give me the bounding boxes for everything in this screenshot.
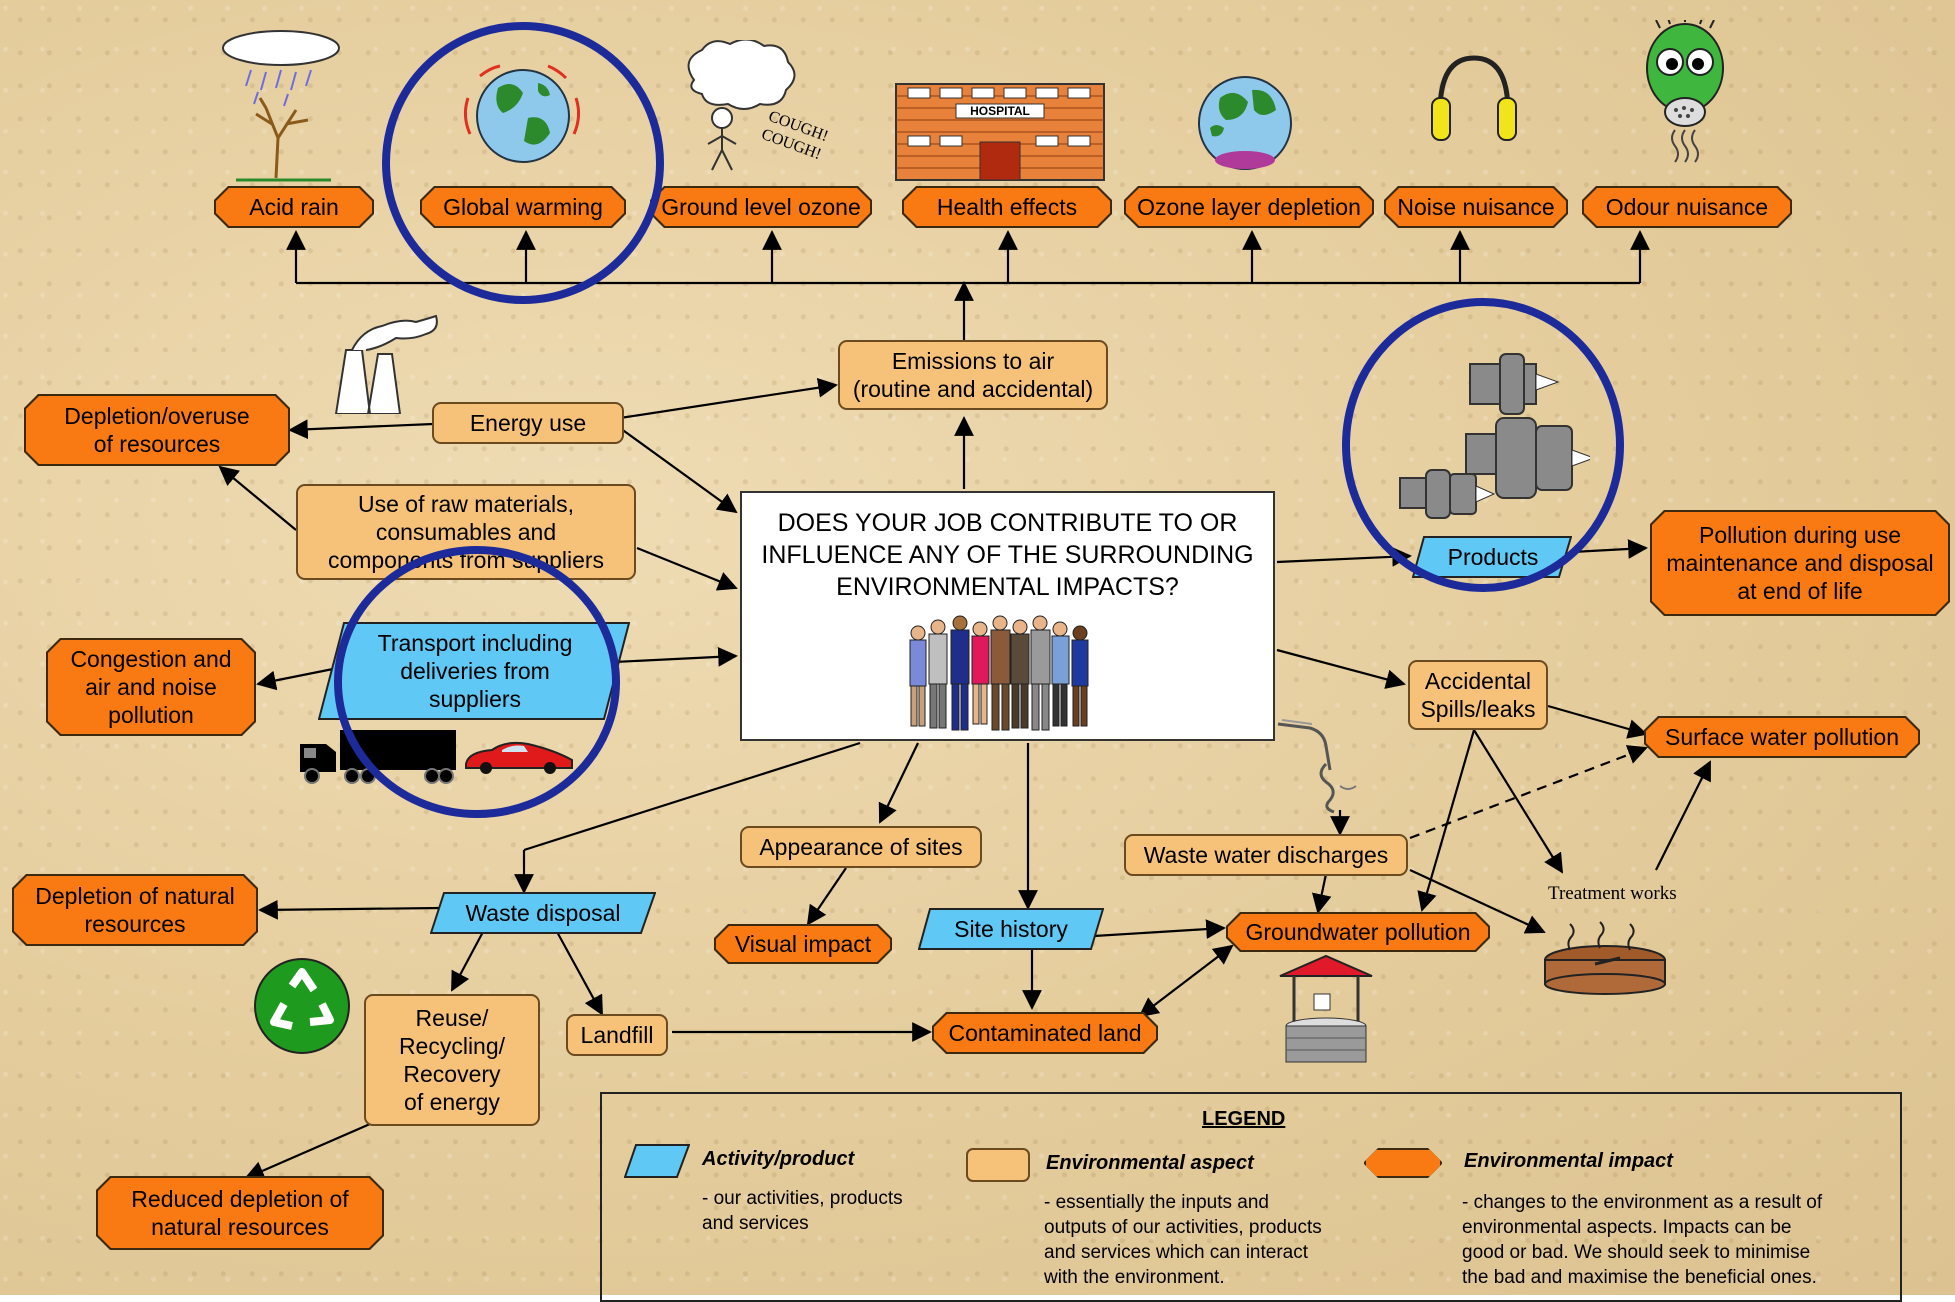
activity-waste-disposal-shape — [430, 892, 656, 934]
impact-odour-nuisance: Odour nuisance — [1582, 186, 1792, 228]
central-question: DOES YOUR JOB CONTRIBUTE TO OR INFLUENCE… — [742, 507, 1273, 603]
impact-contaminated-land: Contaminated land — [932, 1012, 1158, 1054]
aspect-energy-use: Energy use — [432, 402, 624, 444]
ozone-earth-icon — [1198, 76, 1292, 170]
impact-global-warming: Global warming — [420, 186, 626, 228]
impact-health-effects: Health effects — [902, 186, 1112, 228]
aspect-landfill: Landfill — [566, 1014, 668, 1056]
legend-aspect-swatch — [966, 1148, 1030, 1182]
highlight-circle — [1342, 298, 1624, 592]
aspect-reuse-recycling: Reuse/ Recycling/ Recovery of energy — [364, 994, 540, 1126]
aspect-accidental-spills: Accidental Spills/leaks — [1408, 660, 1548, 730]
impact-label: Surface water pollution — [1646, 718, 1918, 756]
impact-reduced-depletion: Reduced depletion of natural resources — [96, 1176, 384, 1250]
impact-ozone-layer-depletion: Ozone layer depletion — [1124, 186, 1374, 228]
impact-label: Reduced depletion of natural resources — [98, 1178, 382, 1248]
question-line: INFLUENCE ANY OF THE SURROUNDING — [761, 541, 1254, 569]
highlight-circle — [382, 22, 664, 304]
impact-label: Depletion of natural resources — [14, 876, 256, 944]
impact-visual: Visual impact — [714, 924, 892, 964]
legend-impact-heading: Environmental impact — [1464, 1150, 1673, 1172]
activity-waste-disposal: Waste disposal — [465, 900, 621, 926]
coughing-person-icon — [687, 40, 796, 171]
hospital-icon — [895, 83, 1105, 181]
headphones-icon — [1431, 55, 1517, 141]
activity-products-shape — [1412, 536, 1572, 578]
legend-activity-desc: - our activities, products and services — [702, 1188, 903, 1234]
hospital-sign: HOSPITAL — [970, 104, 1030, 118]
gears-icon — [1399, 353, 1590, 519]
treatment-works-label: Treatment works — [1548, 883, 1677, 904]
recycle-icon — [254, 958, 350, 1054]
acid-rain-tree-icon — [222, 30, 340, 182]
impact-label: Noise nuisance — [1386, 188, 1566, 226]
activity-transport: Transport including deliveries from supp… — [377, 630, 573, 712]
earth-warming-icon — [463, 64, 581, 163]
question-line: DOES YOUR JOB CONTRIBUTE TO OR — [777, 509, 1238, 537]
legend-aspect-heading: Environmental aspect — [1046, 1152, 1254, 1174]
impact-surface-water-pollution: Surface water pollution — [1644, 716, 1920, 758]
impact-label: Ozone layer depletion — [1126, 188, 1372, 226]
activity-products: Products — [1447, 544, 1539, 570]
impact-label: Odour nuisance — [1584, 188, 1790, 226]
legend-box: LEGEND Activity/product - our activities… — [600, 1092, 1902, 1302]
impact-label: Pollution during use maintenance and dis… — [1652, 512, 1948, 614]
impact-noise-nuisance: Noise nuisance — [1384, 186, 1568, 228]
tap-drip-icon — [1319, 762, 1357, 814]
impact-label: Congestion and air and noise pollution — [48, 640, 254, 734]
aspect-waste-water-discharges: Waste water discharges — [1124, 834, 1408, 876]
activity-site-history: Site history — [954, 916, 1068, 942]
sports-car-icon — [465, 741, 573, 774]
legend-title: LEGEND — [1202, 1108, 1286, 1130]
impact-label: Visual impact — [716, 926, 890, 962]
impact-label: Depletion/overuse of resources — [26, 396, 288, 464]
impact-congestion: Congestion and air and noise pollution — [46, 638, 256, 736]
impact-depletion-overuse: Depletion/overuse of resources — [24, 394, 290, 466]
treatment-works-icon — [1544, 921, 1666, 995]
legend-activity-swatch — [624, 1144, 690, 1178]
gas-mask-icon — [1646, 20, 1724, 163]
legend-aspect-desc: - essentially the inputs and outputs of … — [1044, 1192, 1322, 1288]
question-line: ENVIRONMENTAL IMPACTS? — [836, 573, 1179, 601]
people-group-icon — [909, 615, 1089, 731]
impact-ground-level-ozone: Ground level ozone — [650, 186, 872, 228]
central-question-box: DOES YOUR JOB CONTRIBUTE TO OR INFLUENCE… — [740, 491, 1275, 741]
impact-label: Acid rain — [216, 188, 372, 226]
legend-activity-heading: Activity/product — [702, 1148, 855, 1170]
aspect-emissions: Emissions to air (routine and accidental… — [838, 340, 1108, 410]
activity-site-history-shape — [918, 908, 1104, 950]
impact-label: Contaminated land — [934, 1014, 1156, 1052]
truck-icon — [300, 730, 456, 784]
impact-acid-rain: Acid rain — [214, 186, 374, 228]
legend-impact-swatch — [1364, 1148, 1442, 1178]
impact-label: Groundwater pollution — [1228, 914, 1488, 950]
impact-label: Health effects — [904, 188, 1110, 226]
aspect-appearance-of-sites: Appearance of sites — [740, 826, 982, 868]
impact-label: Ground level ozone — [652, 188, 870, 226]
impact-label: Global warming — [422, 188, 624, 226]
factory-smoke-icon — [334, 314, 438, 414]
impact-depletion-natural: Depletion of natural resources — [12, 874, 258, 946]
impact-pollution-during-use: Pollution during use maintenance and dis… — [1650, 510, 1950, 616]
activity-transport-shape — [318, 622, 630, 720]
highlight-circle — [334, 546, 620, 818]
impact-groundwater-pollution: Groundwater pollution — [1226, 912, 1490, 952]
well-icon — [1279, 954, 1373, 1063]
legend-impact-desc: - changes to the environment as a result… — [1462, 1192, 1823, 1288]
